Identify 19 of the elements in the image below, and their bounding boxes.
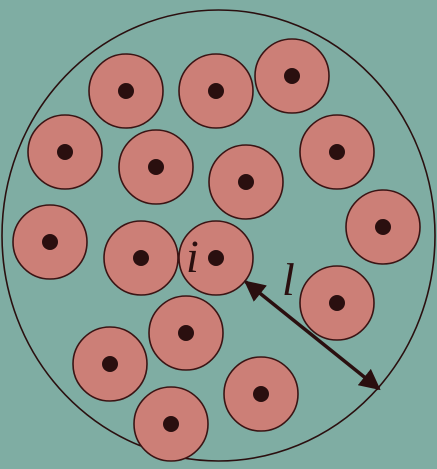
- particle-circle: [12, 204, 88, 280]
- particle-circle: [133, 386, 209, 462]
- boundary-circle: [1, 9, 436, 462]
- particle-circle: [27, 114, 103, 190]
- particle-circle: [118, 129, 194, 205]
- particle-circle: [345, 189, 421, 265]
- arrow: [244, 280, 381, 390]
- index-label: i: [186, 234, 199, 280]
- particle-circle: [254, 38, 330, 114]
- particle-circle: [103, 220, 179, 296]
- particle-circle: [299, 114, 375, 190]
- particle-circle: [299, 265, 375, 341]
- particle-circle: [208, 144, 284, 220]
- particle-circle: [88, 53, 164, 129]
- particle-circle: [148, 295, 224, 371]
- particle-circle: [72, 326, 148, 402]
- particle-circle: [178, 220, 254, 296]
- particle-circle: [223, 356, 299, 432]
- particle-circle: [178, 53, 254, 129]
